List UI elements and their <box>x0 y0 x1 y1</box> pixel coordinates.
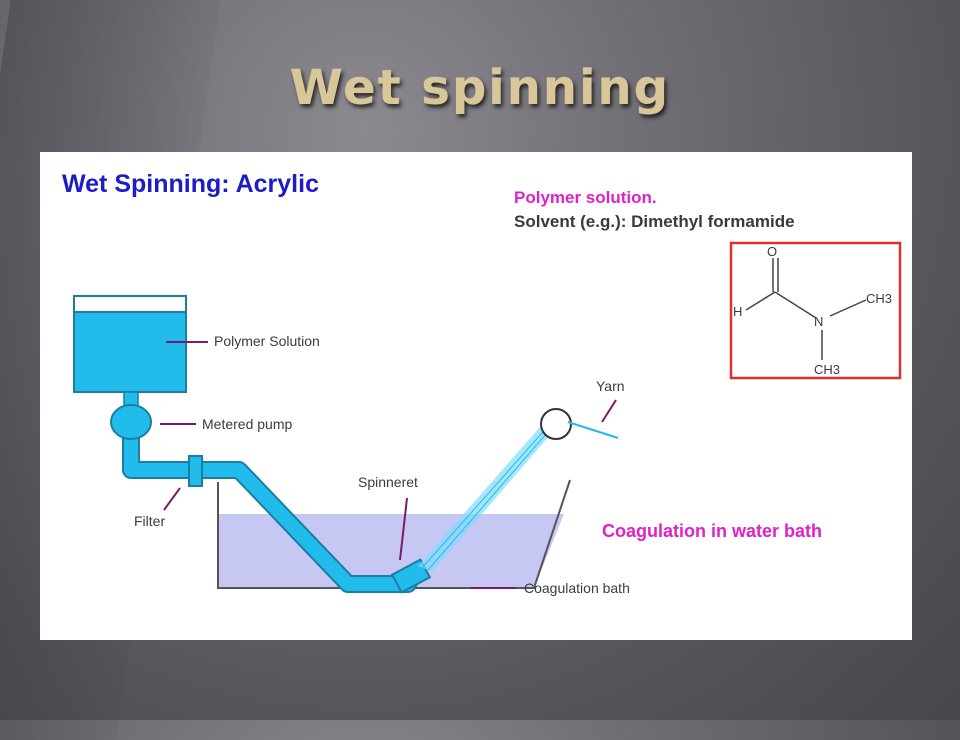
label-spinneret: Spinneret <box>358 474 418 490</box>
yarn-guide-roller <box>540 408 572 440</box>
filament-line <box>427 425 554 571</box>
leader-yarn <box>601 399 617 423</box>
leader-spinneret <box>399 497 408 561</box>
figure-heading: Wet Spinning: Acrylic <box>62 170 319 198</box>
bond-h-c <box>745 291 776 311</box>
tank-outlet <box>123 391 139 407</box>
label-yarn: Yarn <box>596 378 625 394</box>
solvent-line: Solvent (e.g.): Dimethyl formamide <box>514 212 795 231</box>
process-diagram <box>73 241 902 594</box>
bond-n-ch3-right <box>829 299 867 317</box>
bond-c-n <box>774 291 817 319</box>
leader-filter <box>163 487 181 511</box>
atom-nitrogen: N <box>814 314 824 329</box>
label-polymer-solution: Polymer Solution <box>214 333 320 349</box>
tank-headspace <box>73 295 187 313</box>
methyl-bottom: CH3 <box>814 362 841 377</box>
coagulation-note: Coagulation in water bath <box>602 521 823 541</box>
label-metered-pump: Metered pump <box>202 416 293 432</box>
metered-pump <box>110 404 152 440</box>
polymer-solution-heading: Polymer solution. <box>514 188 657 207</box>
label-filter: Filter <box>134 513 166 529</box>
filter-housing <box>188 455 203 487</box>
slide: Wet spinning <box>0 0 912 740</box>
atom-oxygen: O <box>767 244 778 259</box>
label-coagulation-bath: Coagulation bath <box>524 580 630 596</box>
molecule-box <box>729 241 902 380</box>
slide-title: Wet spinning <box>289 60 671 116</box>
methyl-right: CH3 <box>866 291 893 306</box>
wet-spinning-figure: Wet Spinning: Acrylic Polymer solution. … <box>40 152 912 640</box>
atom-hydrogen: H <box>733 304 743 319</box>
yarn-out <box>567 421 619 439</box>
filament-line <box>421 423 551 569</box>
